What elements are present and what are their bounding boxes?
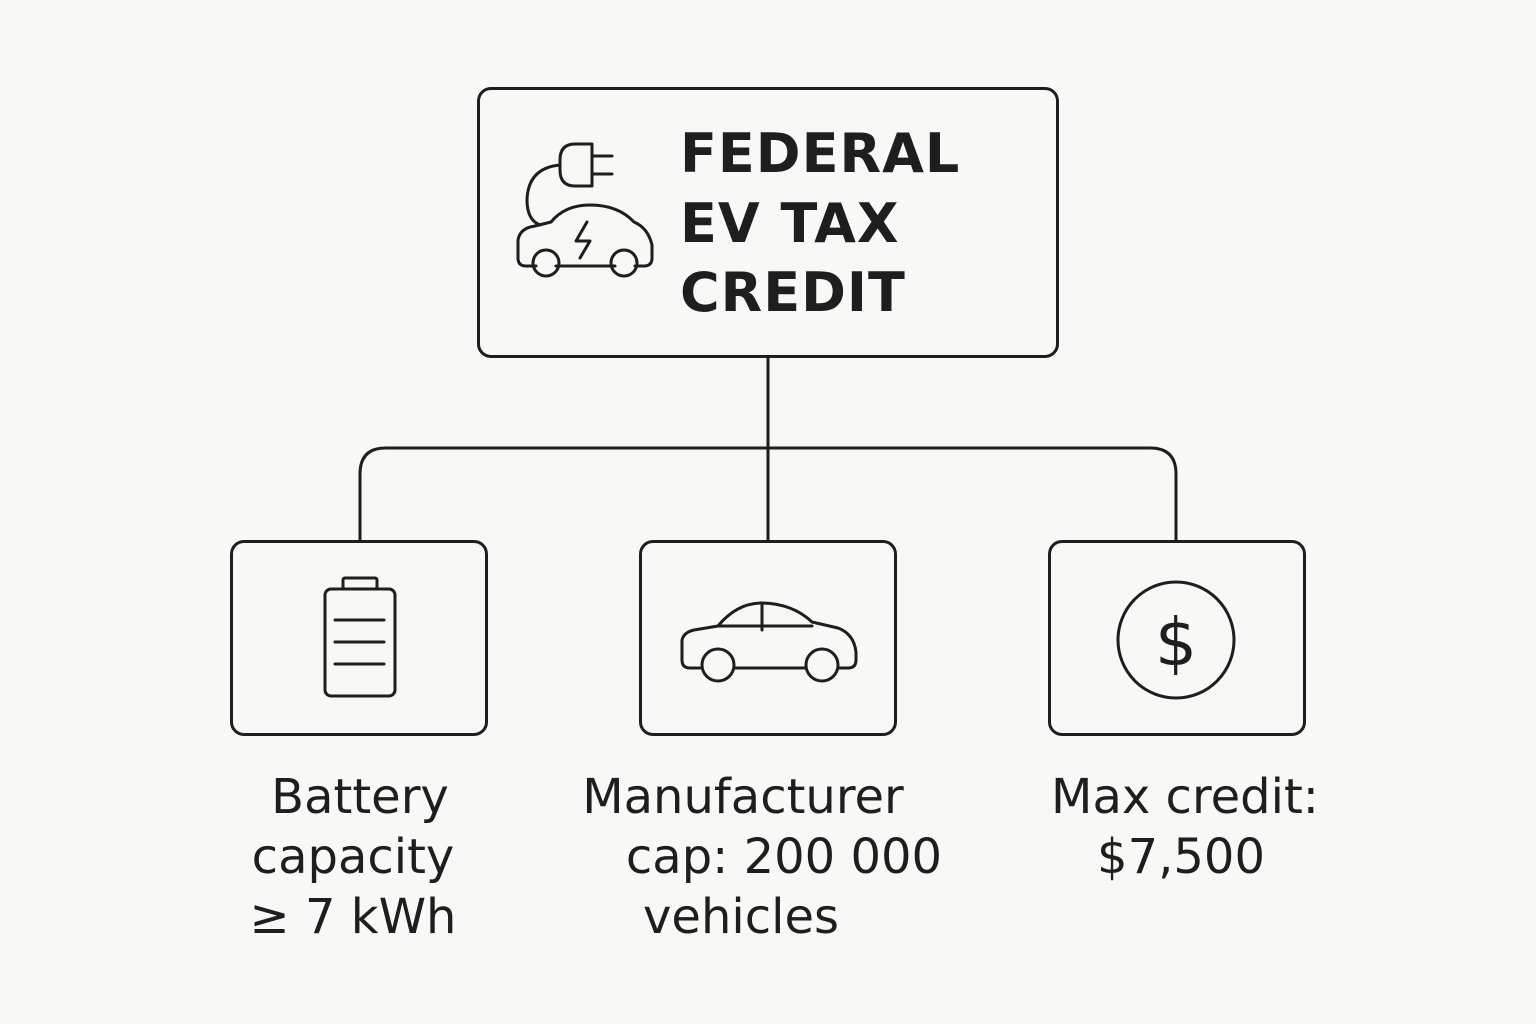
battery-label-line-1: Battery <box>271 769 449 825</box>
title-line-1: FEDERAL <box>680 122 961 185</box>
battery-label-line-3: ≥ 7 kWh <box>249 889 457 945</box>
federal-ev-tax-credit-box <box>477 87 1059 358</box>
svg-text:$: $ <box>1155 604 1197 681</box>
max-credit-box <box>1048 540 1306 736</box>
title-line-3: CREDIT <box>680 261 906 324</box>
left-branch-connector <box>358 446 770 542</box>
manufacturer-label-line-1: Manufacturer <box>582 769 904 825</box>
max-credit-label-line-2: $7,500 <box>1097 829 1265 885</box>
max-credit-label-line-1: Max credit: <box>1051 769 1319 825</box>
battery-label-line-2: capacity <box>251 829 455 885</box>
manufacturer-label-line-3: vehicles <box>643 889 839 945</box>
manufacturer-label-line-2: cap: 200 000 <box>625 829 943 885</box>
manufacturer-criterion-box <box>639 540 897 736</box>
title-line-2: EV TAX <box>680 192 900 255</box>
right-branch-connector <box>766 446 1178 542</box>
battery-criterion-box <box>230 540 488 736</box>
